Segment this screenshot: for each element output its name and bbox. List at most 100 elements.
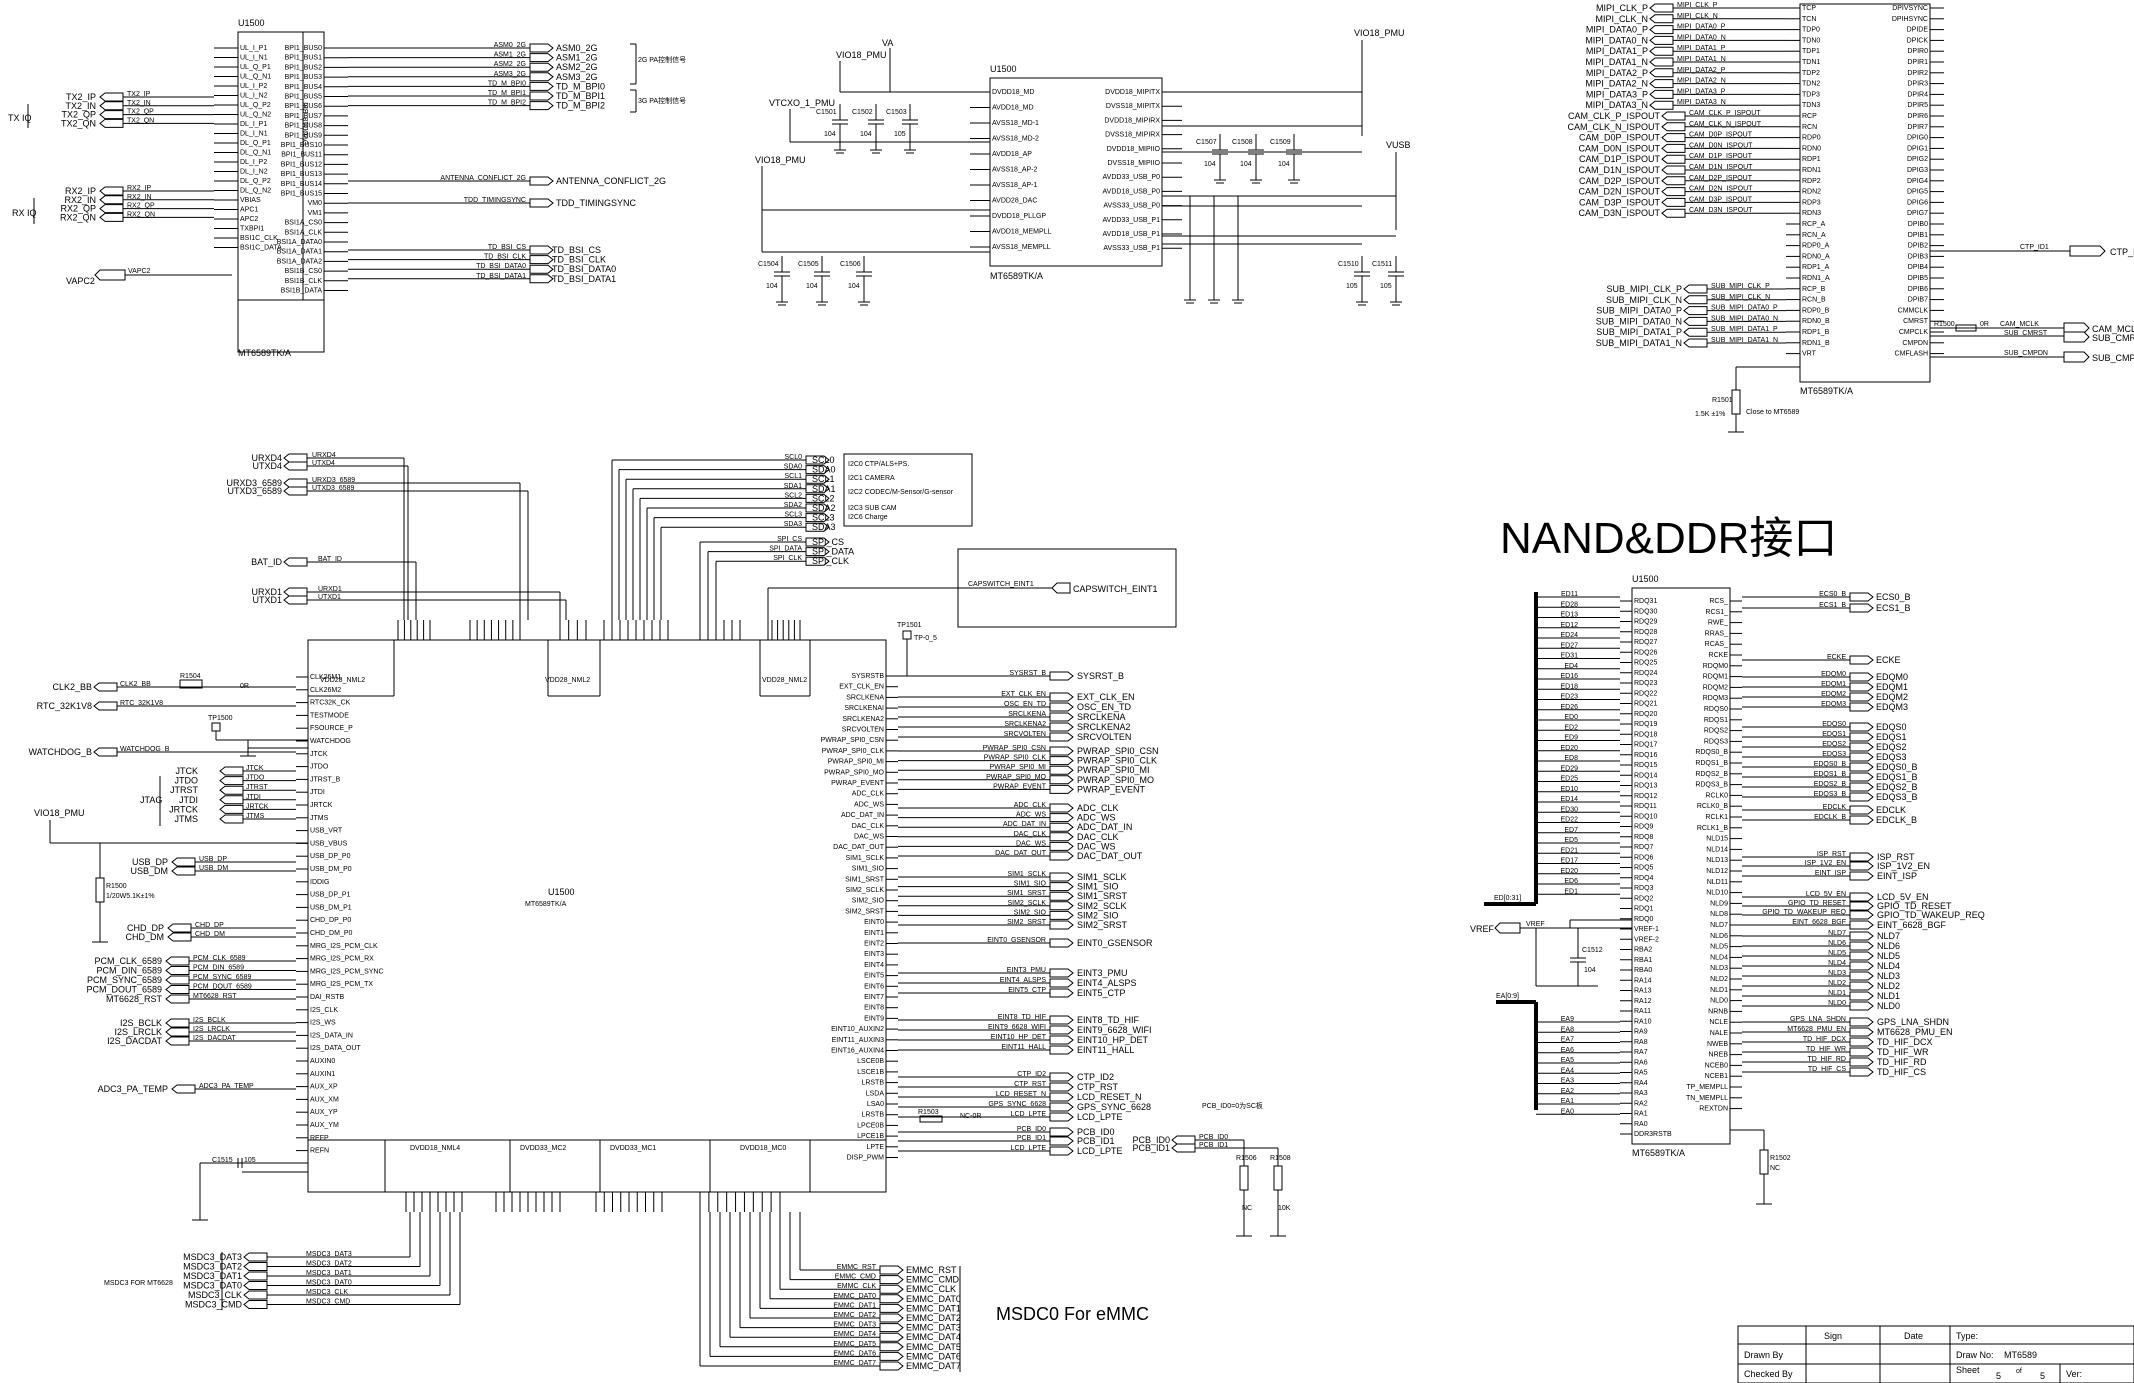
b5-left-pin: VREF-1 xyxy=(1634,926,1659,933)
msdc3-net: MSDC3_CLK xyxy=(306,1289,348,1296)
b2-right-pin: DVDD18_MIPITX xyxy=(1105,89,1160,96)
b1-right-pin: BPI1_BUS6 xyxy=(285,103,322,110)
asm-port xyxy=(529,91,554,101)
b4-left-pin: USB_VRT xyxy=(310,828,343,835)
b4-left-pin: IDDIG xyxy=(310,879,329,886)
cap-val: 104 xyxy=(1204,161,1216,168)
tb-checked: Checked By xyxy=(1744,1369,1793,1379)
b1-right-pin: BPI1_BUS7 xyxy=(285,113,322,120)
ddr-net: EDQS2 xyxy=(1822,741,1846,748)
b5-left-pin: RDQ13 xyxy=(1634,783,1657,790)
b1-right-pin: VM0 xyxy=(308,200,323,207)
b3-right-pin: DPIG1 xyxy=(1907,145,1928,152)
mipi-net: MIPI_DATA0_N xyxy=(1677,34,1726,41)
adc3-port xyxy=(171,1084,196,1094)
b2-left-pin: AVSS18_MD-1 xyxy=(992,120,1039,127)
b5-left-pin: RA12 xyxy=(1634,998,1652,1005)
vio18-label-d: VIO18_PMU xyxy=(34,808,85,818)
tx-label: TX2_QP xyxy=(61,110,96,120)
sub-cmrst-label: SUB_CMRST xyxy=(2092,333,2134,343)
b2-chip: MT6589TK/A xyxy=(990,271,1043,281)
ctp-id1-net: CTP_ID1 xyxy=(2020,244,2049,251)
cap-ref: C1505 xyxy=(798,261,819,268)
b2-left-pin: AVDD18_AP xyxy=(992,151,1032,158)
jtag-port xyxy=(219,776,244,786)
sim-net: SIM1_SRST xyxy=(1007,890,1047,897)
b1-right-pin: BPI1_BUS14 xyxy=(281,181,322,188)
lcd-label: GPS_SYNC_6628 xyxy=(1077,1102,1151,1112)
b4-rail: VDD28_NML2 xyxy=(545,677,590,684)
b5-right-pin: RDQM1 xyxy=(1703,674,1728,681)
emmc-label: EMMC_DAT3 xyxy=(906,1323,961,1333)
pcm-net: PCM_DOUT_6589 xyxy=(193,984,252,991)
b5-left-pin: RDQ19 xyxy=(1634,721,1657,728)
i2s-label: I2S_LRCLK xyxy=(114,1027,162,1037)
b1-right-pin: VM1 xyxy=(308,210,323,217)
b5-right-pin: TP_MEMPLL xyxy=(1686,1084,1728,1091)
b1-right-pin: BPI1_BUS13 xyxy=(281,171,322,178)
b5-right-pin: NLD5 xyxy=(1710,944,1728,951)
cap-val: 105 xyxy=(1346,283,1358,290)
sim-net: SIM2_SIO xyxy=(1014,909,1047,916)
adcdac-port xyxy=(1049,832,1074,842)
i2c-net: SCL3 xyxy=(784,512,802,519)
sys-label: SRCVOLTEN xyxy=(1077,732,1131,742)
b5-left-pin: RDQ4 xyxy=(1634,875,1654,882)
mipi-label: MIPI_DATA0_P xyxy=(1586,25,1648,35)
b4-rail: VDD28_NML2 xyxy=(762,677,807,684)
eint-port xyxy=(1049,978,1074,988)
vusb-label: VUSB xyxy=(1386,140,1411,150)
i2c-net: SCL1 xyxy=(784,473,802,480)
b1-right-pin: BPI1_BUS12 xyxy=(281,161,322,168)
asm-net: ASM0_2G xyxy=(494,42,526,49)
r1501-note: Close to MT6589 xyxy=(1746,409,1799,416)
eint-port xyxy=(1049,938,1074,948)
b5-right-pin: NLD7 xyxy=(1710,922,1728,929)
b4-left-pin: AUXIN1 xyxy=(310,1071,335,1078)
isp-net: ISP_RST xyxy=(1817,851,1847,858)
chd-label: CHD_DM xyxy=(125,932,164,942)
b3-left-pin: RCP_B xyxy=(1802,286,1826,293)
b3-right-pin: DPIDE xyxy=(1907,27,1929,34)
b5-left-pin: RA6 xyxy=(1634,1059,1648,1066)
b3-right-pin: DPIR5 xyxy=(1907,102,1928,109)
b4-right-pin: SRCLKENA xyxy=(846,694,884,701)
sim-net: SIM2_SRST xyxy=(1007,919,1047,926)
rx-port xyxy=(99,195,124,205)
emmc-net: EMMC_CLK xyxy=(837,1283,876,1290)
ed-net: ED30 xyxy=(1560,806,1578,813)
mipi-label: MIPI_DATA1_P xyxy=(1586,46,1648,56)
clk-label: RTC_32K1V8 xyxy=(37,701,92,711)
b5-left-pin: RA8 xyxy=(1634,1039,1648,1046)
b1-left-pin: DL_I_P2 xyxy=(240,159,267,166)
b1-left-pin: DL_Q_P1 xyxy=(240,140,271,147)
cap-val: 105 xyxy=(894,131,906,138)
ddr-port xyxy=(1849,603,1874,613)
eint-port xyxy=(1049,1015,1074,1025)
isp-net: GPIO_TD_WAKEUP_REQ xyxy=(1762,909,1846,916)
gps-port xyxy=(1849,1047,1874,1057)
ea-net: EA1 xyxy=(1561,1098,1574,1105)
b4-left-pin: CHD_DP_P0 xyxy=(310,917,351,924)
b4-right-pin: LPCE1B xyxy=(857,1133,884,1140)
sub-net: SUB_MIPI_DATA1_P xyxy=(1711,326,1778,333)
b4-left-pin: MRG_I2S_PCM_TX xyxy=(310,981,373,988)
uart-label: UTXD3_6589 xyxy=(227,486,282,496)
cam-label: CAM_D1N_ISPOUT xyxy=(1578,165,1660,175)
b1-right-pin: BPI1_BUS11 xyxy=(281,152,322,159)
cam-net: CAM_D3P_ISPOUT xyxy=(1689,196,1753,203)
b5-left-pin: RDQ14 xyxy=(1634,772,1657,779)
ddr-net: EDQM3 xyxy=(1821,701,1846,708)
gps-net: MT6628_PMU_EN xyxy=(1787,1026,1846,1033)
adcdac-port xyxy=(1049,803,1074,813)
nld-net: NLD5 xyxy=(1828,950,1846,957)
b3-right-pin: CMFLASH xyxy=(1895,351,1928,358)
b5-right-pin: RDQS1 xyxy=(1704,717,1728,724)
